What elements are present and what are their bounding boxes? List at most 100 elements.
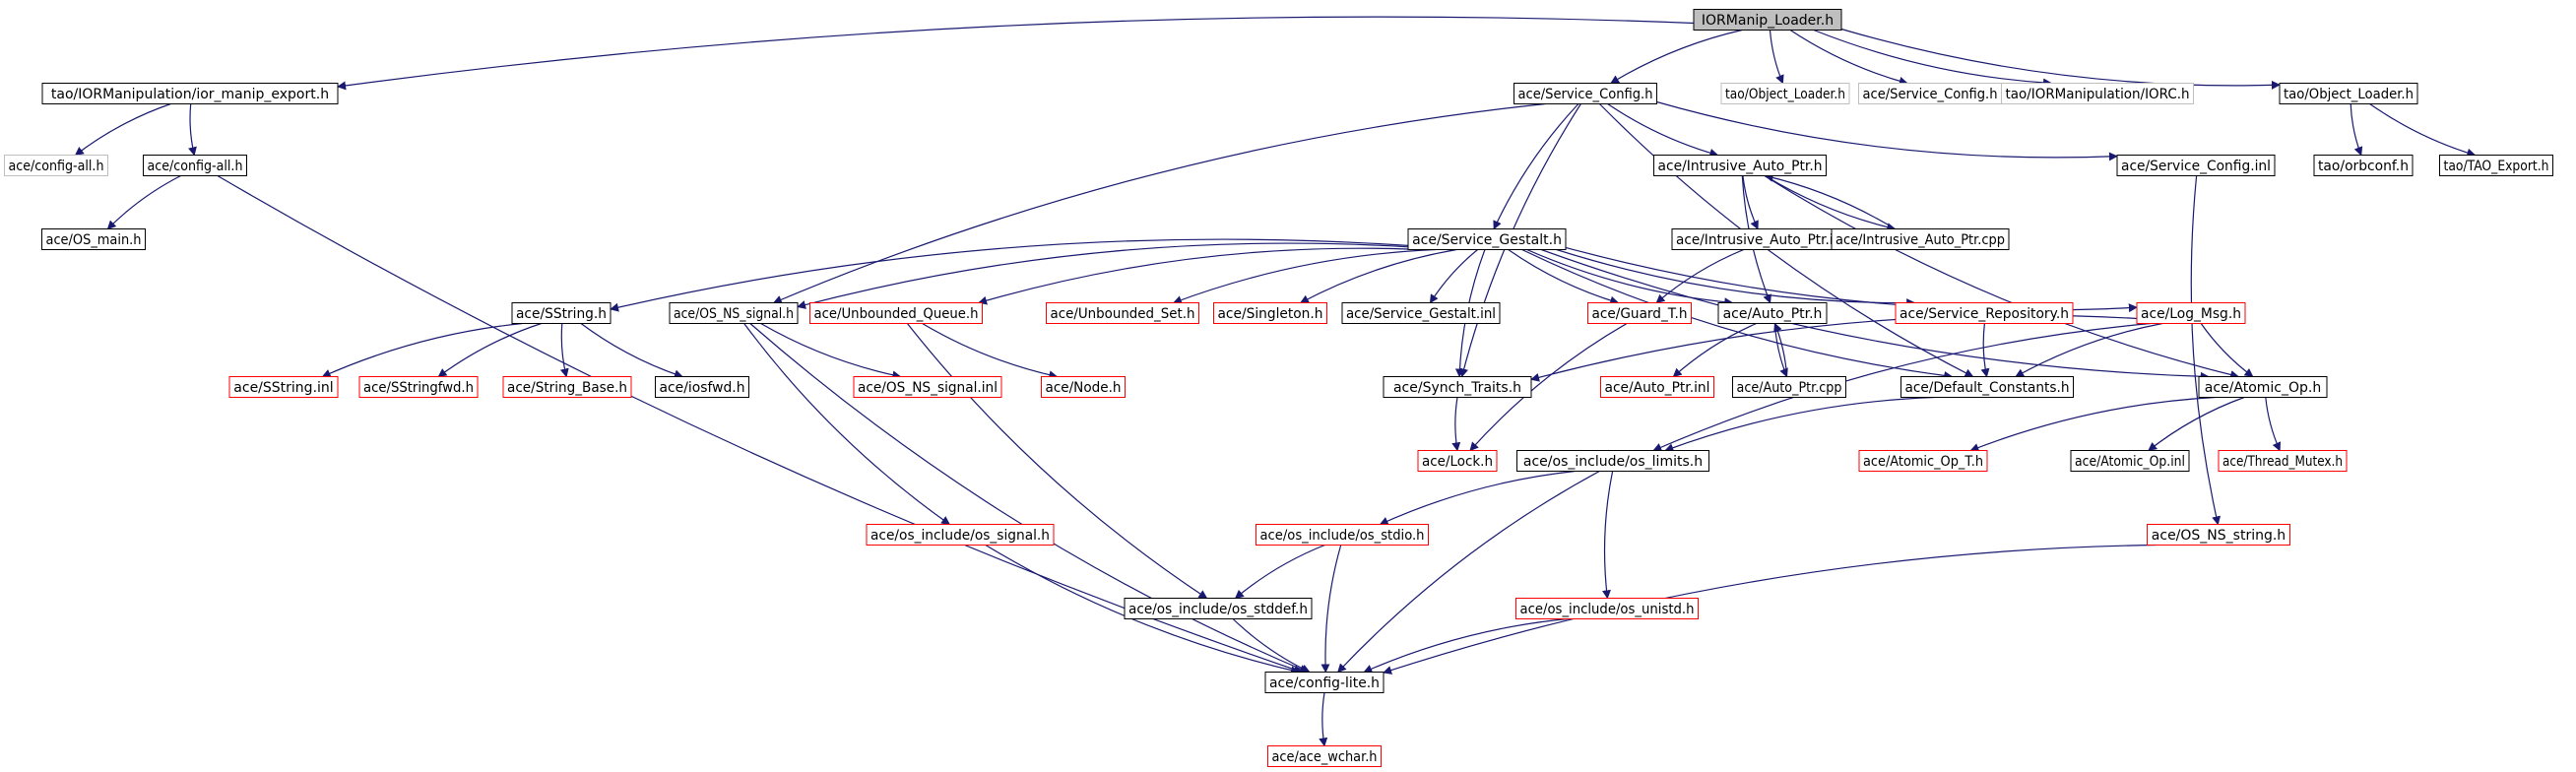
node-label: ace/Unbounded_Set.h [1051,306,1195,322]
edge-n_svccfg-to-n_iap [1607,103,1719,158]
node-n_synch[interactable]: ace/Synch_Traits.h [1383,376,1532,398]
node-n_autoptrcpp[interactable]: ace/Auto_Ptr.cpp [1732,376,1846,398]
node-box [502,376,632,398]
node-n_configall[interactable]: ace/config-all.h [143,155,247,176]
node-n_iapinl[interactable]: ace/Intrusive_Auto_Ptr.inl [1671,228,1850,250]
node-n_svcrepo[interactable]: ace/Service_Repository.h [1895,302,2074,324]
edge-n_oslimits-to-n_configlite [1337,470,1600,674]
node-label: ace/config-all.h [9,159,104,174]
node-n_configall_ext[interactable]: ace/config-all.h [4,155,108,176]
edge-n_defconst-to-n_oslimits [1664,396,1935,452]
edge-n_ossignal-to-n_configlite [985,544,1300,676]
node-box [2147,524,2290,546]
node-label: ace/OS_NS_string.h [2152,528,2286,544]
node-n_iosfwd[interactable]: ace/iosfwd.h [655,376,749,398]
node-n_stringbase[interactable]: ace/String_Base.h [502,376,632,398]
node-n_osmain[interactable]: ace/OS_main.h [41,228,146,250]
node-n_osnsstring[interactable]: ace/OS_NS_string.h [2147,524,2290,546]
node-box [1267,745,1382,767]
nodes-layer: IORManip_Loader.h tao/IORManipulation/ior… [4,9,2553,767]
node-box [2116,155,2276,176]
node-n_threadmutex[interactable]: ace/Thread_Mutex.h [2218,450,2348,472]
node-label: ace/Intrusive_Auto_Ptr.cpp [1835,232,2005,248]
node-n_gestalt[interactable]: ace/Service_Gestalt.h [1407,228,1567,250]
node-n_osnssignalinl[interactable]: ace/OS_NS_signal.inl [853,376,1002,398]
node-n_osstddef[interactable]: ace/os_include/os_stddef.h [1124,598,1313,619]
node-root: IORManip_Loader.h [1693,9,1842,31]
node-n_ossignal[interactable]: ace/os_include/os_signal.h [866,524,1055,546]
node-box [853,376,1002,398]
node-n_node[interactable]: ace/Node.h [1041,376,1126,398]
node-n_export[interactable]: tao/IORManipulation/ior_manip_export.h [41,83,339,104]
edge-n_logmsg-to-n_oslimits [1652,322,2151,452]
node-n_singleton[interactable]: ace/Singleton.h [1213,302,1327,324]
node-n_svccfginl[interactable]: ace/Service_Config.inl [2116,155,2276,176]
edge-n_svcrepo-to-n_defconst [1980,323,1990,378]
edge-n_osnssignal-to-n_configlite [749,323,1310,674]
node-n_acesvccfg[interactable]: ace/Service_Config.h [1858,83,2002,104]
node-box [1046,302,1199,324]
node-n_osstdio[interactable]: ace/os_include/os_stdio.h [1256,524,1429,546]
node-n_svccfg[interactable]: ace/Service_Config.h [1513,83,1657,104]
node-n_logmsg[interactable]: ace/Log_Msg.h [2136,302,2246,324]
node-box [41,228,146,250]
edge-n_unbq-to-n_osstddef [906,323,1208,600]
node-n_objloader2[interactable]: tao/Object_Loader.h [2279,83,2418,104]
node-box [1516,450,1709,472]
node-label: ace/OS_NS_signal.h [674,306,794,322]
edge-n_export-to-n_configall_ext [74,102,171,157]
edge-n_osstdio-to-n_configlite [1320,545,1342,674]
edge-n_gestalt-to-n_unbset [1172,248,1437,304]
node-n_autoptrinl[interactable]: ace/Auto_Ptr.inl [1600,376,1714,398]
node-box [1587,302,1692,324]
node-label: ace/Service_Repository.h [1900,306,2069,322]
node-n_sstring[interactable]: ace/SString.h [511,302,612,324]
edge-n_gestalt-to-n_defconst [1521,248,1954,380]
node-n_iapcpp[interactable]: ace/Intrusive_Auto_Ptr.cpp [1831,228,2010,250]
edge-n_atomic-to-n_atomicinl [2148,396,2245,452]
edge-n_unbq-to-n_node [922,322,1059,380]
node-n_taoobjloader[interactable]: tao/Object_Loader.h [1720,83,1850,104]
node-n_sstringinl[interactable]: ace/SString.inl [228,376,339,398]
node-label: ace/Service_Config.inl [2121,159,2271,174]
node-label: ace/Node.h [1046,380,1122,396]
node-n_autoptr[interactable]: ace/Auto_Ptr.h [1717,302,1828,324]
edge-n_objloader2-to-n_taoexport [2369,103,2477,158]
edge-n_configall-to-n_configlite [217,174,1303,675]
node-n_unbset[interactable]: ace/Unbounded_Set.h [1046,302,1199,324]
node-label: ace/Guard_T.h [1592,306,1688,322]
node-n_iorc[interactable]: tao/IORManipulation/IORC.h [2001,83,2194,104]
node-n_lock[interactable]: ace/Lock.h [1417,450,1498,472]
edge-n_iap-to-n_atomic [1764,174,2240,379]
edge-n_export-to-n_configall [188,103,197,157]
node-n_oslimits[interactable]: ace/os_include/os_limits.h [1516,450,1709,472]
node-n_osnssignal[interactable]: ace/OS_NS_signal.h [669,302,799,324]
node-n_atomic[interactable]: ace/Atomic_Op.h [2198,376,2328,398]
edge-n_osunistd-to-n_configlite [1363,617,1568,674]
edge-n_iap-to-n_iapinl [1742,175,1759,230]
edge-n_svccfg-to-n_defconst [1598,103,1974,378]
node-n_iap[interactable]: ace/Intrusive_Auto_Ptr.h [1653,155,1827,176]
node-label: ace/Atomic_Op_T.h [1863,454,1983,470]
node-box [1256,524,1429,546]
node-box [866,524,1055,546]
edge-n_guard-to-n_lock [1469,322,1628,452]
node-box [1513,83,1657,104]
edge-n_gestalt-to-n_osnssignal [797,242,1409,309]
node-n_osunistd[interactable]: ace/os_include/os_unistd.h [1515,598,1699,619]
node-n_taoexport[interactable]: tao/TAO_Export.h [2439,155,2553,176]
node-n_gestaltinl[interactable]: ace/Service_Gestalt.inl [1341,302,1501,324]
edge-n_osnssignal-to-n_ossignal [743,323,951,526]
node-n_atomicinl[interactable]: ace/Atomic_Op.inl [2070,450,2190,472]
node-n_unbq[interactable]: ace/Unbounded_Queue.h [809,302,983,324]
node-n_orbconf[interactable]: tao/orbconf.h [2313,155,2414,176]
node-n_configlite[interactable]: ace/config-lite.h [1264,672,1385,693]
node-label: ace/SString.h [516,306,607,322]
node-n_sstringfwd[interactable]: ace/SStringfwd.h [358,376,479,398]
node-n_guard[interactable]: ace/Guard_T.h [1587,302,1692,324]
node-n_wchar[interactable]: ace/ace_wchar.h [1267,745,1382,767]
node-n_atomict[interactable]: ace/Atomic_Op_T.h [1858,450,1988,472]
node-label: ace/Auto_Ptr.inl [1605,380,1710,396]
node-box [1720,83,1850,104]
node-n_defconst[interactable]: ace/Default_Constants.h [1900,376,2074,398]
